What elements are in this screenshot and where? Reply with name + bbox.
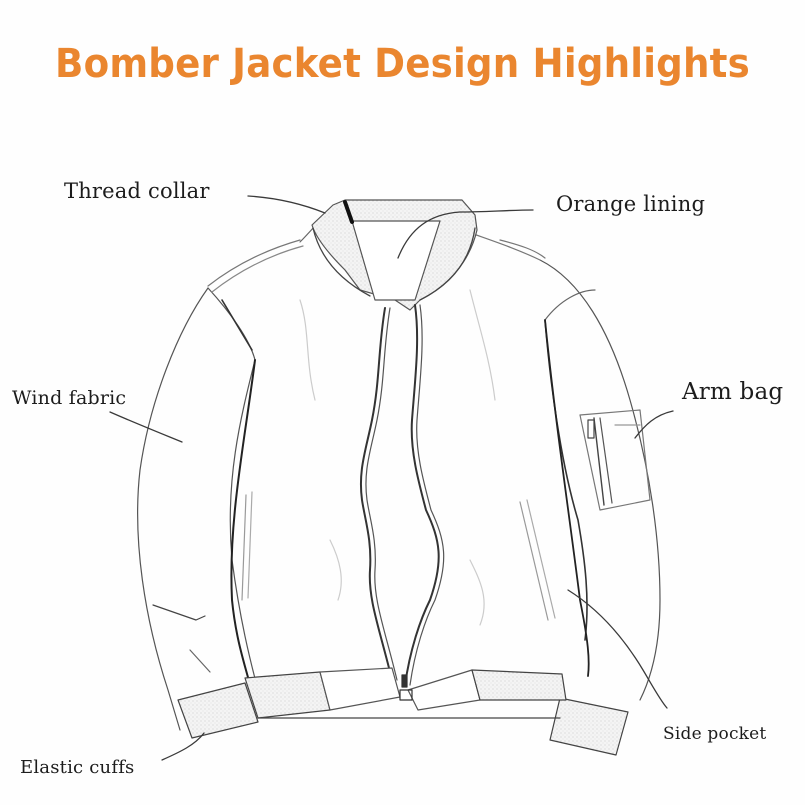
callout-thread-collar: Thread collar xyxy=(64,179,210,203)
callout-side-pocket: Side pocket xyxy=(663,724,767,744)
callout-orange-lining: Orange lining xyxy=(556,192,706,216)
leader-thread-collar xyxy=(247,195,326,214)
jacket-body xyxy=(230,209,590,686)
right-cuff xyxy=(549,697,629,756)
leader-side-pocket xyxy=(567,589,668,709)
zipper-right xyxy=(404,304,440,686)
zipper-left xyxy=(359,307,393,681)
callout-arm-bag: Arm bag xyxy=(682,379,784,405)
callout-elastic-cuffs: Elastic cuffs xyxy=(20,757,135,778)
left-sleeve xyxy=(137,239,304,731)
leader-orange-lining xyxy=(397,209,534,259)
page-title: Bomber Jacket Design Highlights xyxy=(55,41,750,87)
leader-elastic-cuffs xyxy=(161,732,205,761)
waistband xyxy=(244,667,567,719)
right-sleeve xyxy=(499,239,661,701)
arm-bag-pocket xyxy=(579,409,651,511)
left-cuff xyxy=(177,682,259,739)
thread-collar xyxy=(311,199,478,311)
leader-arm-bag xyxy=(634,410,674,439)
leader-wind-fabric xyxy=(109,411,183,443)
callout-wind-fabric: Wind fabric xyxy=(12,387,127,409)
